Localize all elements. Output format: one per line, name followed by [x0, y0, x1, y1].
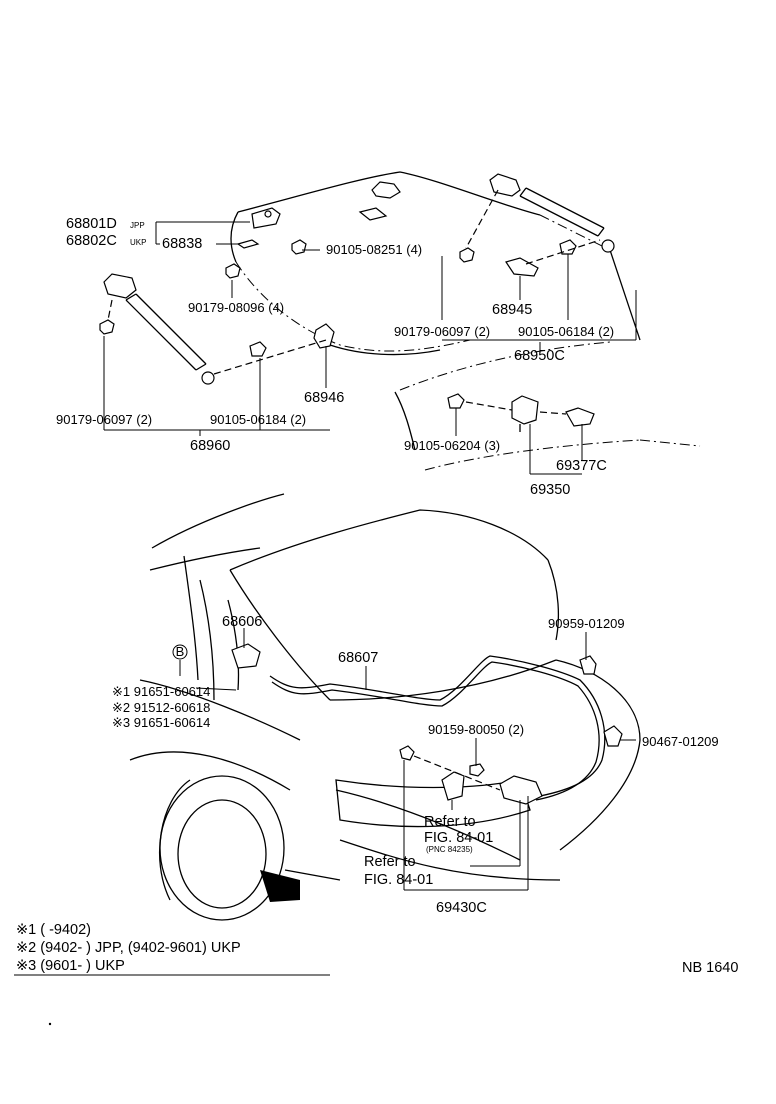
- label-90159-80050: 90159-80050 (2): [428, 722, 524, 737]
- leader-lines-top: [103, 221, 637, 475]
- label-refer2-b: FIG. 84-01: [364, 872, 433, 888]
- car-body-outline: [129, 493, 641, 901]
- label-90179-06097-right: 90179-06097 (2): [394, 324, 490, 339]
- cable-68607: [269, 655, 606, 801]
- clip-90467-01209: [603, 725, 623, 747]
- rear-wheel: [159, 775, 300, 921]
- label-90959-01209: 90959-01209: [548, 616, 625, 631]
- label-90467-01209: 90467-01209: [642, 734, 719, 749]
- plate-68838: [236, 239, 260, 249]
- bracket-68946: [313, 323, 335, 349]
- label-68960: 68960: [190, 438, 230, 454]
- label-refer2-a: Refer to: [364, 854, 416, 870]
- label-refer1-pnc: (PNC 84235): [426, 845, 473, 854]
- bolt-90105-06184-left: [249, 341, 267, 357]
- label-68802C-suffix: UKP: [130, 238, 146, 247]
- label-circle-b: B: [176, 644, 185, 659]
- striker-69377C: [565, 407, 595, 427]
- label-68801D: 68801D: [66, 216, 117, 232]
- label-68838: 68838: [162, 236, 202, 252]
- lever-68606: [231, 643, 261, 669]
- bolt-90159-80050: [469, 763, 485, 777]
- label-69430C: 69430C: [436, 900, 487, 916]
- figure-code: NB 1640: [682, 960, 738, 976]
- lock-69430C: [499, 775, 543, 805]
- label-68950C: 68950C: [514, 348, 565, 364]
- label-90105-06204: 90105-06204 (3): [404, 438, 500, 453]
- label-90179-06097-left: 90179-06097 (2): [56, 412, 152, 427]
- tail-lamp: [335, 779, 531, 828]
- leader-lines-bottom: [179, 628, 636, 891]
- support-68960: [99, 273, 215, 385]
- legend-line-2: ※2 (9402- ) JPP, (9402-9601) UKP: [16, 940, 241, 956]
- label-note2-part: ※2 91512-60618: [112, 700, 210, 715]
- label-68946: 68946: [304, 390, 344, 406]
- label-90105-08251: 90105-08251 (4): [326, 242, 422, 257]
- circle-b-marker: [172, 644, 188, 660]
- trunk-lid-outline: [230, 171, 701, 471]
- legend-line-3: ※3 (9601- ) UKP: [16, 958, 125, 974]
- label-refer1-a: Refer to: [424, 814, 476, 830]
- bracket-68945: [505, 257, 539, 277]
- lid-hinge-bracket: [358, 181, 401, 221]
- support-68950C: [459, 173, 615, 263]
- label-68607: 68607: [338, 650, 378, 666]
- lock-69350: [511, 395, 539, 432]
- hinge-68801D: [251, 207, 281, 229]
- grommet-90959-01209: [579, 655, 597, 675]
- legend-line-1: ※1 ( -9402): [16, 922, 91, 938]
- label-refer1-b: FIG. 84-01: [424, 830, 493, 846]
- label-90105-06184-left: 90105-06184 (2): [210, 412, 306, 427]
- label-note3-part: ※3 91651-60614: [112, 715, 210, 730]
- bolt-left-lower: [399, 745, 415, 761]
- label-69350: 69350: [530, 482, 570, 498]
- label-note1-part: ※1 91651-60614: [112, 684, 210, 699]
- label-90105-06184-right: 90105-06184 (2): [518, 324, 614, 339]
- bolt-90105-08251: [291, 239, 307, 255]
- label-68606: 68606: [222, 614, 262, 630]
- label-90179-08096: 90179-08096 (4): [188, 300, 284, 315]
- bolt-90105-06204: [447, 393, 465, 409]
- label-68802C: 68802C: [66, 233, 117, 249]
- nut-90179-08096: [225, 263, 241, 279]
- label-68945: 68945: [492, 302, 532, 318]
- label-69377C: 69377C: [556, 458, 607, 474]
- label-68801D-suffix: JPP: [130, 221, 145, 230]
- bracket-left-lower: [441, 771, 465, 801]
